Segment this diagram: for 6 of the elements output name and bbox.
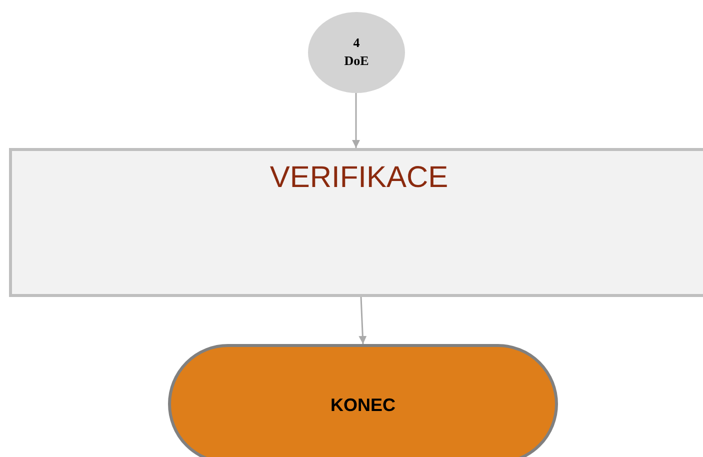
node-label: KONEC xyxy=(329,395,396,416)
arrow xyxy=(358,296,367,344)
arrow xyxy=(352,93,360,148)
node-label: VERIFIKACE xyxy=(268,161,450,195)
node-label: 4 DoE xyxy=(344,34,369,70)
section-panel xyxy=(9,148,703,297)
